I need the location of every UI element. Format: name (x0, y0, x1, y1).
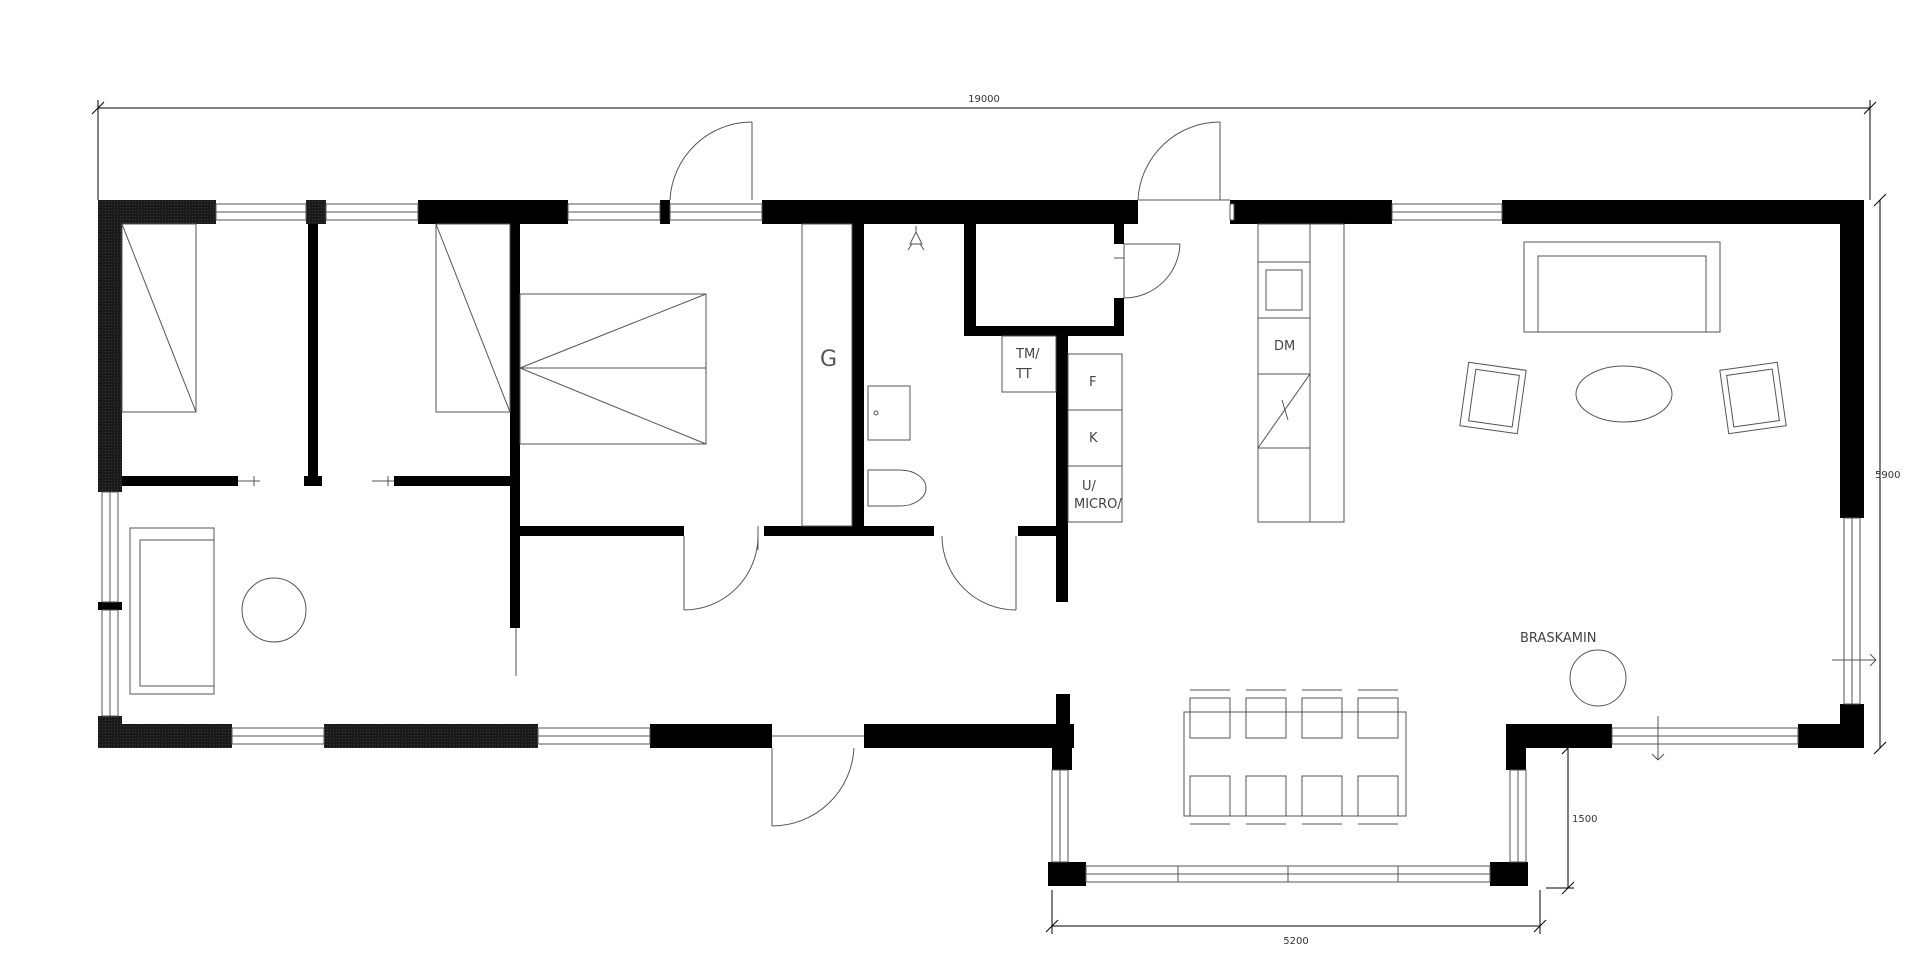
bunk-bed-right (435, 223, 511, 413)
entrance-door-bottom[interactable] (771, 735, 864, 827)
dimension-total-depth-label: 5900 (1875, 470, 1900, 481)
coffee-table (1575, 365, 1673, 423)
fireplace-label: BRASKAMIN (1520, 631, 1597, 646)
kitchen-sink (1265, 269, 1303, 311)
exterior-walls (98, 200, 1864, 886)
side-table (241, 577, 307, 643)
bathroom-fixtures (867, 226, 927, 507)
oven-label-line2: MICRO/ (1074, 497, 1122, 512)
closet-label: G (820, 347, 837, 372)
appliance-column: F K U/ MICRO/ (1067, 353, 1123, 523)
bathroom-sink (867, 385, 911, 441)
oven-label-line1: U/ (1082, 479, 1097, 494)
washer-label-line2: TT (1015, 367, 1032, 382)
dimension-total-depth: 5900 (1873, 193, 1900, 755)
dimension-bay-width-label: 5200 (1283, 936, 1308, 947)
closet: G (801, 223, 853, 527)
entrance-door-left[interactable] (669, 121, 753, 201)
bunk-bed-left (121, 223, 197, 413)
dimension-total-width-label: 19000 (968, 94, 1000, 105)
washer-dryer: TM/ TT (1001, 335, 1057, 393)
armchair-left (1459, 361, 1527, 435)
interior-walls (122, 224, 1124, 628)
kitchen-counter: DM (1257, 223, 1345, 523)
dining-table (1183, 689, 1407, 825)
fireplace: BRASKAMIN (1520, 631, 1627, 707)
dimension-total-width: 19000 (91, 94, 1877, 200)
sofa-left (129, 527, 215, 695)
dishwasher-label: DM (1274, 339, 1295, 354)
windows (101, 203, 1877, 883)
washer-label-line1: TM/ (1015, 347, 1040, 362)
double-bed (519, 293, 707, 445)
dimension-bay-depth-label: 1500 (1572, 814, 1597, 825)
fridge-label: K (1089, 431, 1098, 446)
entrance-door-right[interactable] (1137, 121, 1230, 201)
dimension-bay-width: 5200 (1045, 890, 1547, 947)
sofa-top (1523, 241, 1721, 333)
armchair-right (1719, 361, 1787, 435)
interior-doors (238, 243, 1181, 676)
dimension-bay-depth: 1500 (1546, 741, 1597, 895)
freezer-label: F (1089, 375, 1096, 390)
toilet (867, 469, 927, 507)
